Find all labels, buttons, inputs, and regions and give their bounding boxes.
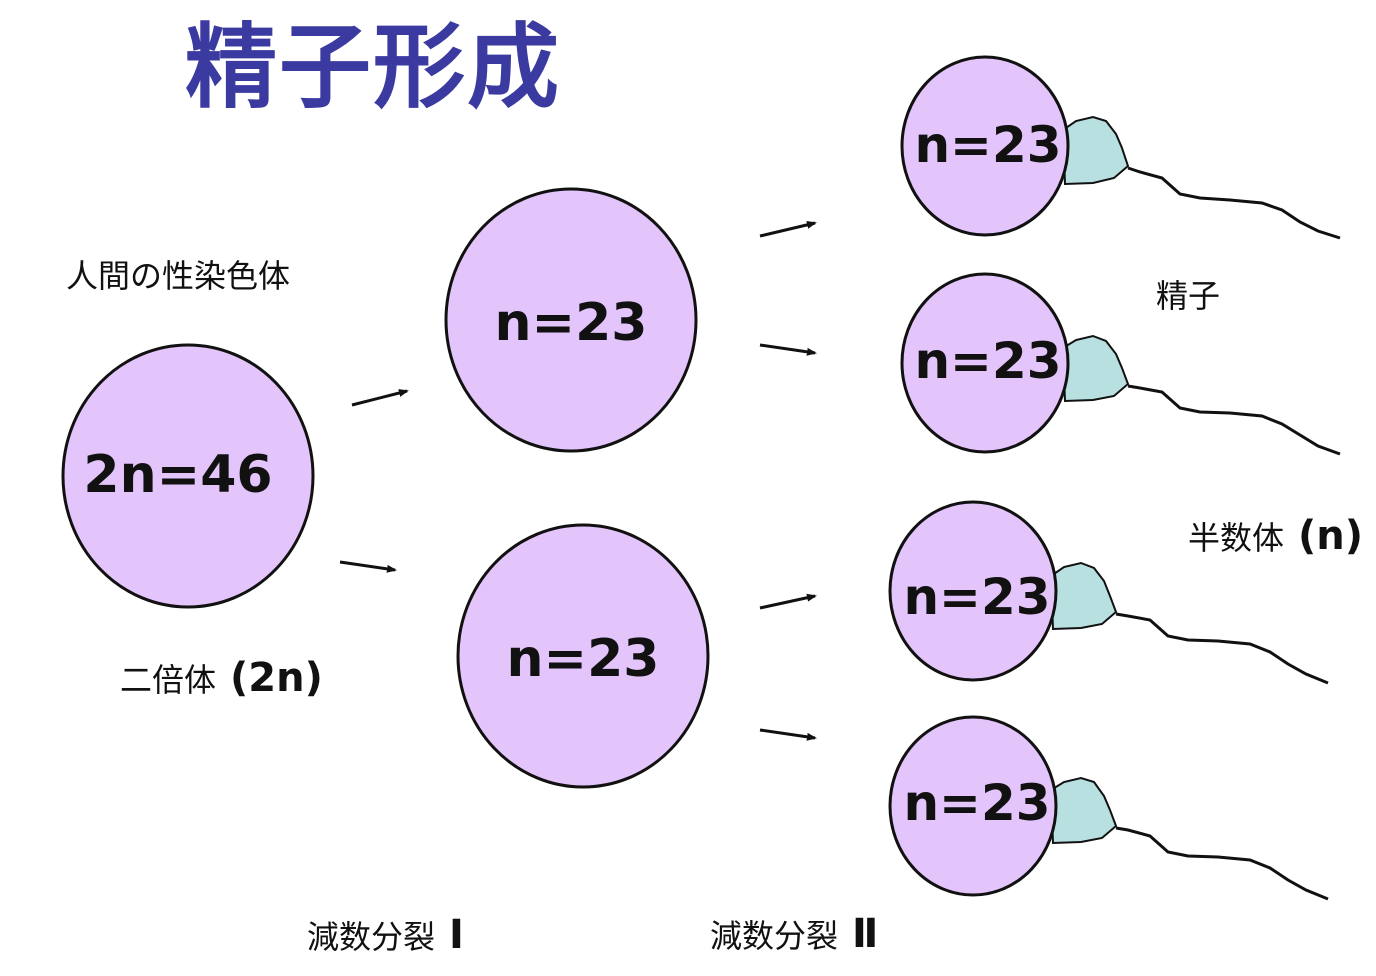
sperm-3-label: n=23 [903, 568, 1050, 626]
sperm-2: n=23 [900, 272, 1341, 456]
haploid-label: 半数体 (n) [1188, 516, 1363, 556]
sperm-2-tail [1127, 384, 1341, 456]
meiosis-2-numeral: Ⅱ [852, 911, 879, 957]
parent-cell-label: 2n=46 [83, 445, 272, 505]
diploid-label: 二倍体 (2n) [120, 658, 323, 698]
parent-cell: 2n=46 [61, 343, 315, 609]
haploid-text: 半数体 [1188, 519, 1285, 557]
human-chromosomes-label: 人間の性染色体 [66, 257, 291, 295]
haploid-symbol: (n) [1298, 513, 1364, 559]
secondary-cell-bottom: n=23 [456, 523, 710, 789]
sperm-2-label: n=23 [914, 332, 1061, 390]
secondary-cell-top: n=23 [444, 187, 698, 453]
sperm-3: n=23 [888, 500, 1329, 685]
sperm-1-label: n=23 [914, 116, 1061, 174]
sperm-2-acrosome [1061, 334, 1130, 403]
sperm-label: 精子 [1156, 277, 1221, 315]
sperm-1: n=23 [900, 55, 1341, 240]
sperm-4-acrosome [1049, 776, 1118, 845]
arrow-to-secondary-top [351, 389, 409, 407]
diploid-symbol: (2n) [230, 655, 323, 701]
arrow-to-sperm-3 [759, 593, 817, 610]
arrow-to-sperm-4 [759, 728, 817, 741]
sperm-4: n=23 [888, 715, 1329, 901]
meiosis-1-text: 減数分裂 [307, 918, 436, 956]
arrow-to-sperm-1 [759, 220, 817, 238]
meiosis-2-label: 減数分裂 Ⅱ [710, 914, 878, 954]
sperm-1-acrosome [1061, 115, 1130, 186]
arrow-to-sperm-2 [759, 343, 817, 356]
arrows [339, 220, 817, 741]
diploid-text: 二倍体 [120, 661, 217, 699]
meiosis-1-label: 減数分裂 Ⅰ [307, 915, 464, 955]
sperm-4-label: n=23 [903, 774, 1050, 832]
sperm-3-acrosome [1049, 561, 1118, 631]
sperm-1-tail [1127, 166, 1341, 240]
arrow-to-secondary-bottom [339, 560, 397, 573]
meiosis-2-text: 減数分裂 [710, 917, 839, 955]
meiosis-1-numeral: Ⅰ [449, 912, 464, 958]
secondary-cell-top-label: n=23 [495, 293, 648, 353]
sperm-3-tail [1115, 612, 1329, 685]
page-title: 精子形成 [185, 14, 562, 121]
sperm-4-tail [1115, 826, 1329, 901]
secondary-cell-bottom-label: n=23 [507, 629, 660, 689]
